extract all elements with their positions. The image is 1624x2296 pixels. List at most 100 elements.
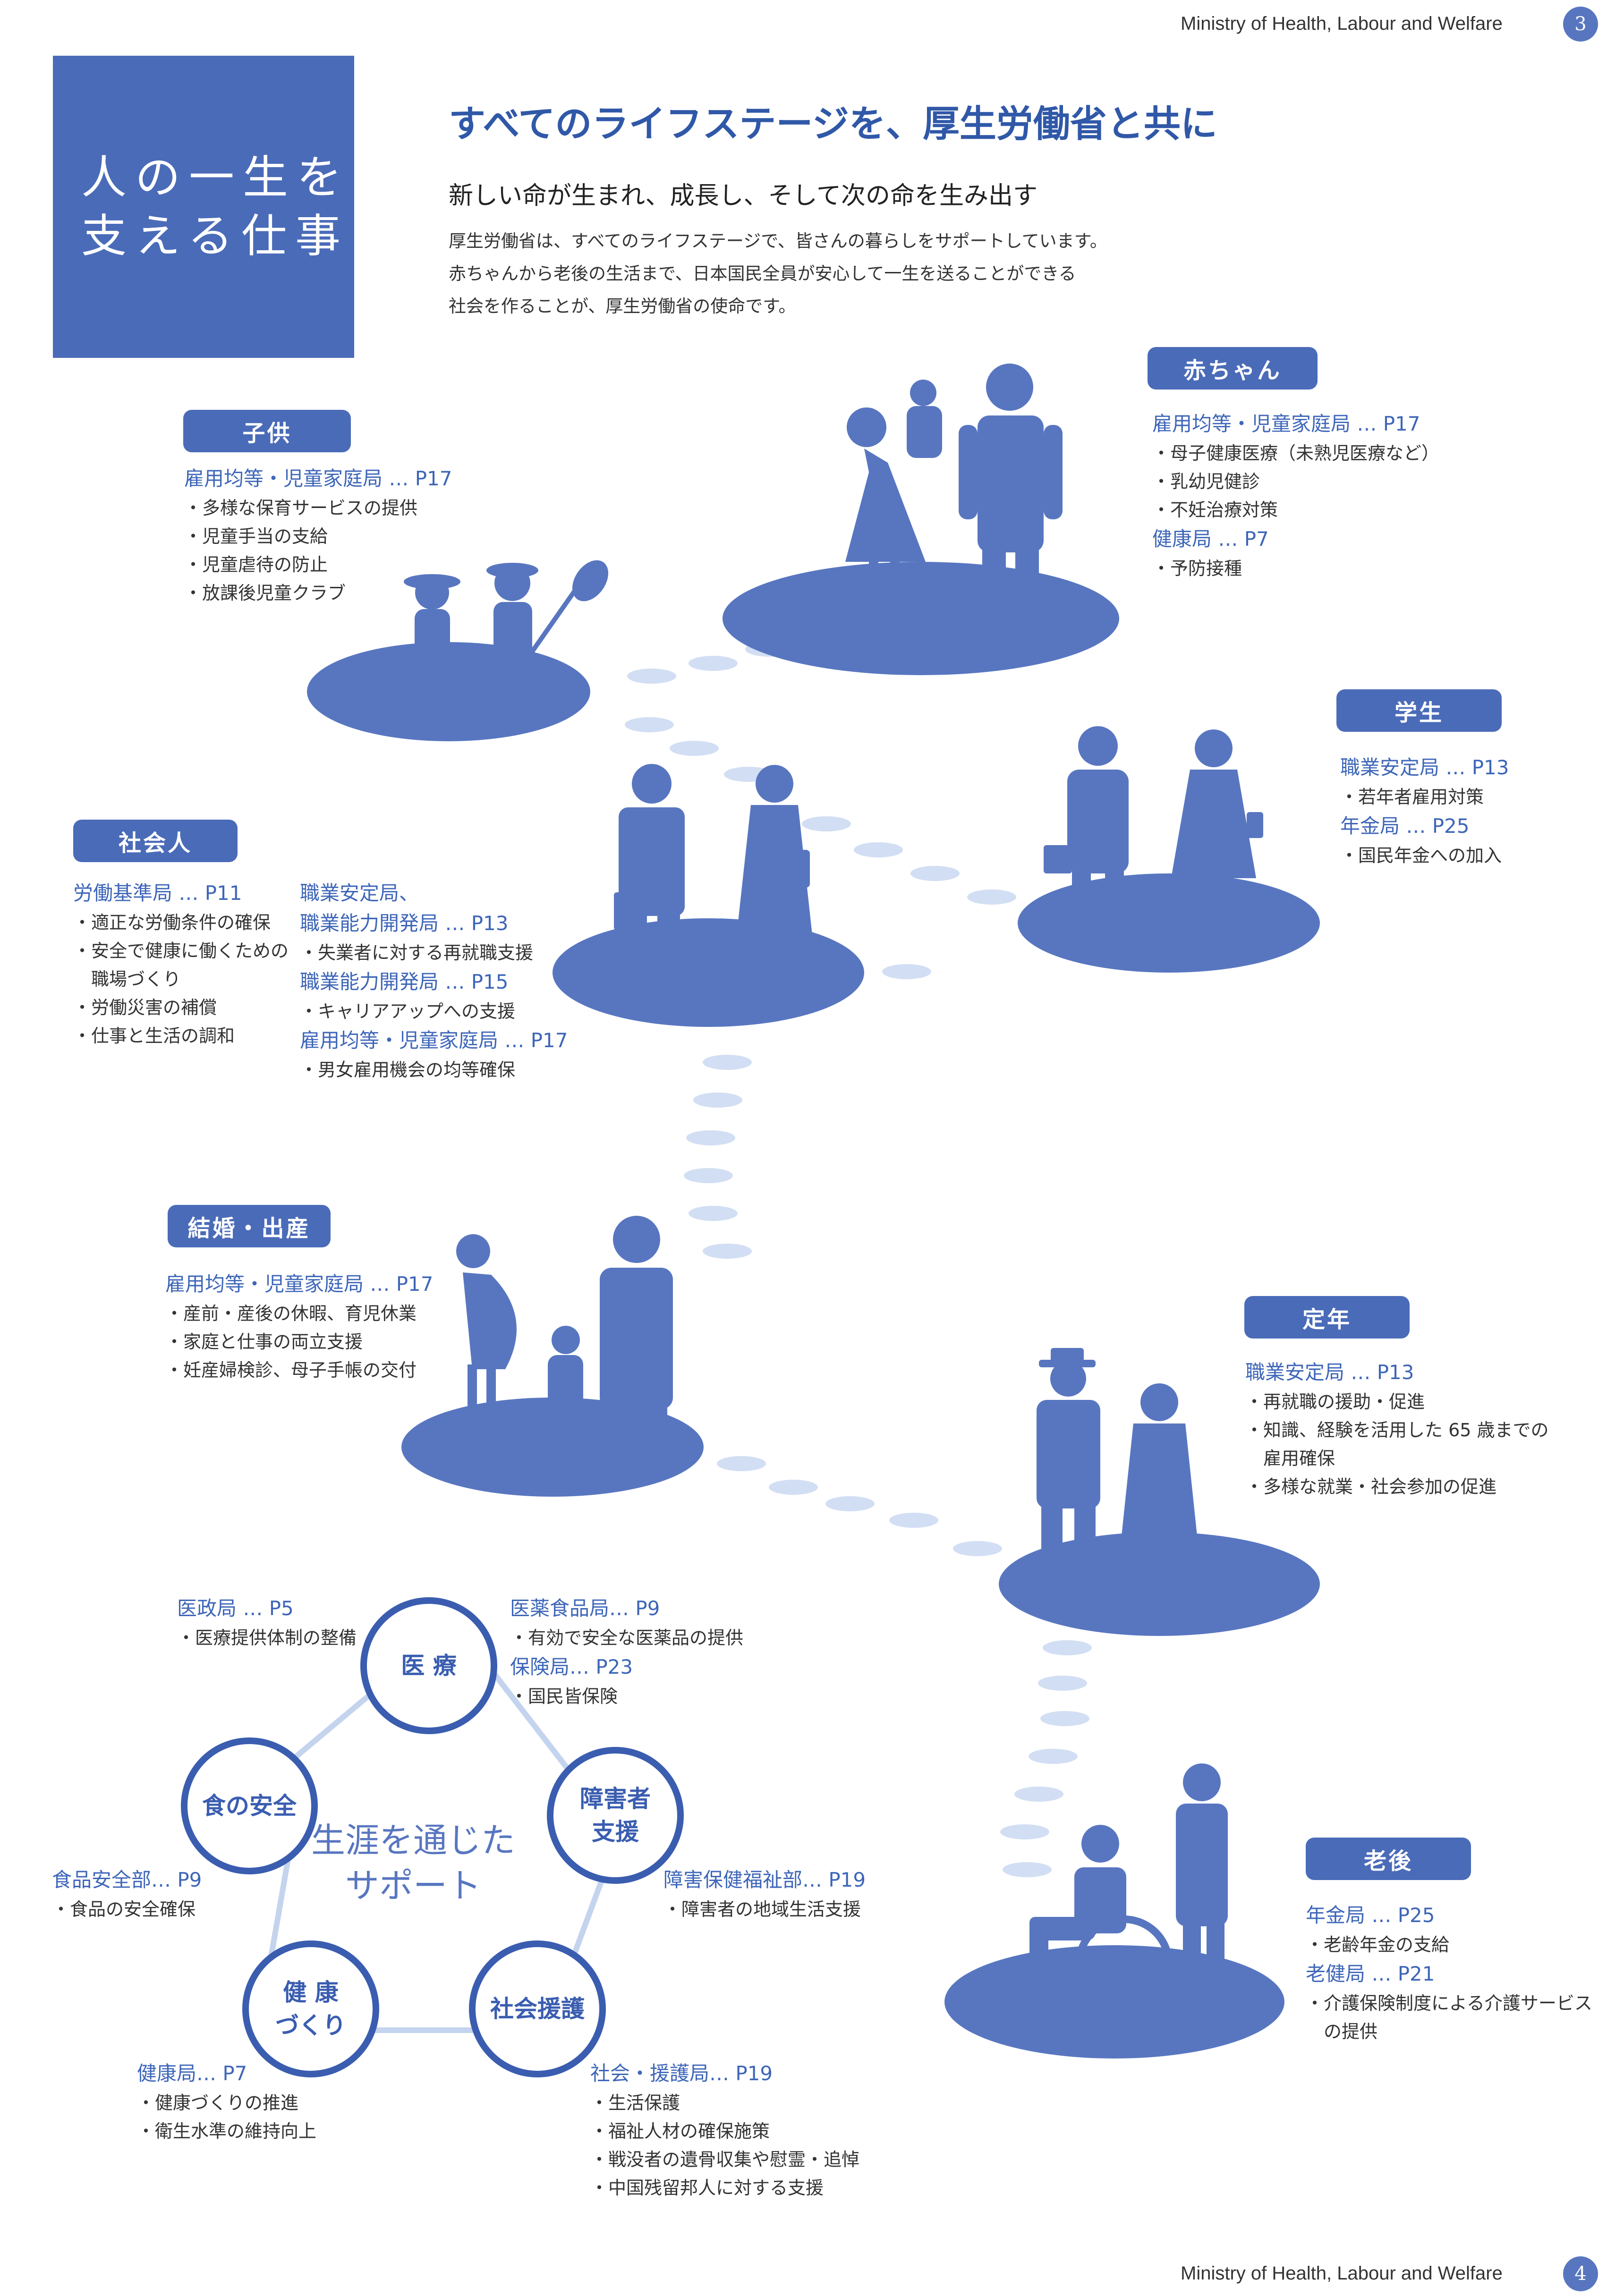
- support-health-circle: 健 康づくり: [242, 1940, 379, 2077]
- stage-label-child: 子供: [183, 410, 351, 452]
- retired-couple-icon: [1037, 1348, 1256, 1590]
- social-info: 社会・援護局… P19 ・生活保護・福祉人材の確保施策・戦没者の遺骨収集や慰霊・追…: [590, 2059, 859, 2202]
- headline: すべてのライフステージを、厚生労働省と共に: [449, 102, 1217, 145]
- title-box: 人の一生を 支える仕事: [53, 56, 354, 358]
- stage-label-marriage: 結婚・出産: [168, 1205, 331, 1247]
- worker-info-a: 労働基準局 … P11・適正な労働条件の確保・安全で健康に働くための 職場づくり…: [73, 878, 289, 1050]
- label-lines: 健 康づくり: [275, 1976, 346, 2042]
- department-line: 雇用均等・児童家庭局 … P17: [1152, 412, 1420, 435]
- department-line: 職業安定局、: [300, 881, 419, 905]
- item-line: ・多様な就業・社会参加の促進: [1245, 1476, 1497, 1497]
- item-line: ・中国残留邦人に対する支援: [590, 2177, 824, 2198]
- label-line: 医 療: [401, 1652, 457, 1679]
- department-line: 雇用均等・児童家庭局 … P17: [300, 1029, 568, 1052]
- stage-label-baby: 赤ちゃん: [1148, 347, 1318, 390]
- wheelchair-wheel-icon: [1075, 1915, 1173, 2013]
- department-line: 保険局… P23: [510, 1655, 633, 1678]
- department-line: 雇用均等・児童家庭局 … P17: [184, 467, 452, 490]
- item-line: ・生活保護: [590, 2093, 680, 2113]
- label-line: 社会援護: [490, 1995, 585, 2023]
- ministry-header: Ministry of Health, Labour and Welfare: [1181, 13, 1503, 34]
- item-line: の提供: [1306, 2021, 1378, 2042]
- department-line: 食品安全部… P9: [52, 1868, 202, 1891]
- label-lines: 医 療: [401, 1649, 456, 1682]
- department-line: 年金局 … P25: [1340, 814, 1470, 838]
- child-info: 雇用均等・児童家庭局 … P17・多様な保育サービスの提供・児童手当の支給・児童…: [184, 464, 452, 607]
- item-line: ・仕事と生活の調和: [73, 1025, 235, 1046]
- department-line: 雇用均等・児童家庭局 … P17: [165, 1272, 434, 1296]
- item-line: ・失業者に対する再就職支援: [300, 942, 534, 963]
- medical-info-left: 医政局 … P5 ・医療提供体制の整備: [177, 1593, 357, 1652]
- item-line: ・有効で安全な医薬品の提供: [510, 1627, 744, 1648]
- item-line: ・障害者の地域生活支援: [663, 1899, 861, 1920]
- intro-line: 厚生労働省は、すべてのライフステージで、皆さんの暮らしをサポートしています。: [449, 231, 1107, 251]
- department-line: 職業安定局 … P13: [1340, 756, 1509, 779]
- item-line: ・児童虐待の防止: [184, 554, 328, 575]
- item-line: ・若年者雇用対策: [1340, 787, 1484, 807]
- student-info: 職業安定局 … P13・若年者雇用対策年金局 … P25・国民年金への加入: [1340, 753, 1509, 870]
- children-figures-icon: [383, 560, 609, 696]
- workers-figures-icon: [614, 764, 812, 987]
- department-line: 社会・援護局… P19: [590, 2062, 773, 2085]
- label-line: 支援: [592, 1818, 639, 1846]
- label-line: づくり: [275, 2012, 346, 2039]
- department-line: 医政局 … P5: [177, 1597, 294, 1620]
- students-figures-icon: [1044, 726, 1263, 949]
- stage-label-retire: 定年: [1244, 1296, 1410, 1339]
- item-line: 雇用確保: [1245, 1448, 1335, 1469]
- elderly-info: 年金局 … P25 ・老齢年金の支給老健局 … P21 ・介護保険制度による介護サー…: [1306, 1900, 1592, 2046]
- intro-line: 赤ちゃんから老後の生活まで、日本国民全員が安心して一生を送ることができる: [449, 263, 1076, 284]
- item-line: ・妊産婦検診、母子手帳の交付: [165, 1360, 417, 1381]
- department-line: 労働基準局 … P11: [73, 881, 242, 905]
- item-line: ・多様な保育サービスの提供: [184, 498, 418, 518]
- title-line-1: 人の一生を: [81, 151, 350, 204]
- department-line: 職業能力開発局 … P15: [300, 970, 509, 993]
- label-lines: 社会援護: [490, 1992, 585, 2025]
- label-line: 食の安全: [202, 1792, 297, 1820]
- intro-line: 社会を作ることが、厚生労働省の使命です。: [449, 296, 796, 316]
- support-center-text: 生涯を通じたサポート: [307, 1818, 519, 1908]
- subheadline: 新しい命が生まれ、成長し、そして次の命を生み出す: [449, 182, 1037, 210]
- page-number-top: 3: [1563, 7, 1598, 42]
- support-disability-circle: 障害者支援: [547, 1747, 684, 1884]
- item-line: ・産前・産後の休暇、育児休業: [165, 1303, 417, 1324]
- item-line: 職場づくり: [73, 969, 181, 990]
- item-line: ・予防接種: [1152, 558, 1242, 579]
- support-social-circle: 社会援護: [469, 1940, 606, 2077]
- title-line-2: 支える仕事: [81, 210, 349, 263]
- item-line: ・老齢年金の支給: [1306, 1934, 1450, 1955]
- item-line: ・安全で健康に働くための: [73, 940, 289, 961]
- department-line: 健康局… P7: [137, 2062, 247, 2085]
- item-line: ・男女雇用機会の均等確保: [300, 1059, 516, 1080]
- label-lines: 食の安全: [202, 1789, 297, 1822]
- item-line: ・不妊治療対策: [1152, 500, 1278, 520]
- item-line: ・知識、経験を活用した 65 歳までの: [1245, 1420, 1549, 1440]
- health-info: 健康局… P7・健康づくりの推進・衛生水準の維持向上: [137, 2059, 316, 2145]
- department-line: 職業安定局 … P13: [1245, 1361, 1414, 1384]
- support-medical-circle: 医 療: [360, 1597, 497, 1734]
- item-line: ・再就職の援助・促進: [1245, 1391, 1425, 1412]
- label-lines: 生涯を通じたサポート: [307, 1818, 519, 1908]
- disability-info: 障害保健福祉部… P19 ・障害者の地域生活支援: [663, 1865, 866, 1923]
- item-line: ・医療提供体制の整備: [177, 1627, 357, 1648]
- wheelchair-small-wheel-icon: [1029, 1997, 1048, 2016]
- ministry-footer: Ministry of Health, Labour and Welfare: [1181, 2263, 1503, 2284]
- label-line: サポート: [345, 1866, 481, 1906]
- item-line: ・家庭と仕事の両立支援: [165, 1331, 363, 1352]
- department-line: 年金局 … P25: [1306, 1904, 1435, 1927]
- support-food-circle: 食の安全: [181, 1737, 318, 1874]
- retire-info: 職業安定局 … P13 ・再就職の援助・促進・知識、経験を活用した 65 歳までの…: [1245, 1357, 1549, 1501]
- department-line: 障害保健福祉部… P19: [663, 1868, 866, 1891]
- label-lines: 障害者支援: [580, 1782, 651, 1848]
- expecting-family-icon: [456, 1216, 673, 1454]
- item-line: ・戦没者の遺骨収集や慰霊・追悼: [590, 2149, 860, 2170]
- item-line: ・キャリアアップへの支援: [300, 1001, 516, 1022]
- worker-info-b: 職業安定局、職業能力開発局 … P13 ・失業者に対する再就職支援職業能力開発局 …: [300, 878, 568, 1084]
- department-line: 老健局 … P21: [1306, 1962, 1435, 1985]
- intro-text: 厚生労働省は、すべてのライフステージで、皆さんの暮らしをサポートしています。 赤…: [449, 225, 1107, 322]
- department-line: 職業能力開発局 … P13: [300, 912, 509, 935]
- family-figures-icon: [845, 364, 1063, 628]
- item-line: ・母子健康医療（未熟児医療など）: [1152, 443, 1440, 464]
- item-line: ・福祉人材の確保施策: [590, 2121, 770, 2142]
- item-line: ・介護保険制度による介護サービス: [1306, 1993, 1592, 2014]
